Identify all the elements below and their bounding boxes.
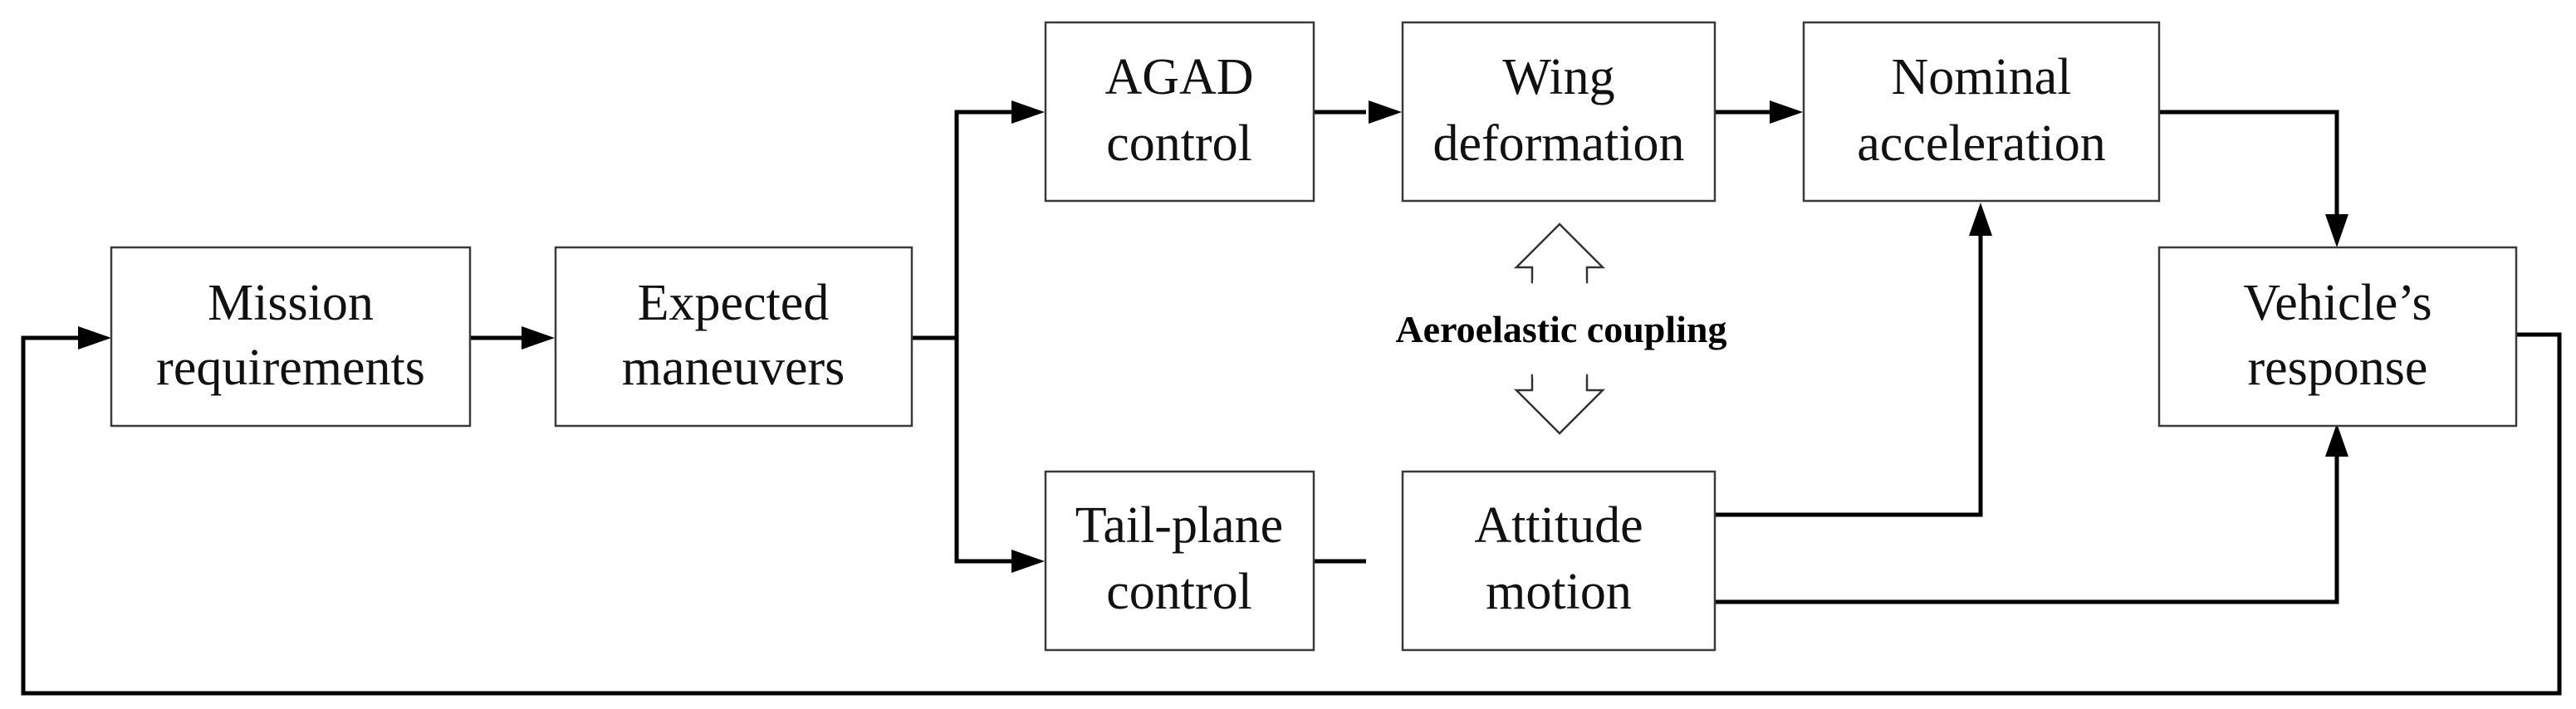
arrowhead-into-mission	[78, 326, 111, 350]
arrowhead-into-expected	[522, 326, 555, 350]
coupling-label: Aeroelastic coupling	[1395, 308, 1726, 350]
block-expected-line1: Expected	[638, 275, 830, 331]
block-wing-line1: Wing	[1502, 49, 1614, 105]
arrowhead-into-vehicle-top	[2325, 214, 2348, 247]
arrow-nominal-to-vehicle	[2159, 110, 2339, 218]
block-attitude-line2: motion	[1486, 564, 1632, 620]
block-nominal-line2: acceleration	[1857, 115, 2105, 172]
block-mission-line1: Mission	[208, 275, 374, 331]
hollow-arrow-up-icon	[1513, 222, 1606, 284]
block-mission-requirements: Mission requirements	[110, 246, 472, 428]
block-agad-line1: AGAD	[1104, 49, 1253, 105]
arrow-attitude-to-nominal	[1715, 234, 1983, 517]
arrow-gap-bottom	[1533, 371, 1586, 378]
arrow-attitude-to-vehicle	[1715, 450, 2339, 604]
connectors	[21, 110, 2562, 696]
arrow-expected-to-branch	[912, 110, 1015, 340]
arrowhead-into-nominal-bottom	[1969, 203, 1992, 236]
block-agad-line2: control	[1106, 115, 1252, 172]
hollow-arrow-down-icon	[1513, 374, 1606, 435]
block-wing-deformation: Wing deformation	[1401, 21, 1717, 203]
arrowhead-into-nominal	[1770, 100, 1803, 124]
block-attitude-line1: Attitude	[1474, 497, 1643, 554]
block-agad-control: AGAD control	[1044, 21, 1315, 203]
block-vehicle-line1: Vehicle’s	[2243, 275, 2432, 331]
block-attitude-motion: Attitude motion	[1401, 470, 1717, 652]
block-expected-maneuvers: Expected maneuvers	[554, 246, 913, 428]
block-tail-line2: control	[1106, 564, 1252, 620]
block-vehicle-response: Vehicle’s response	[2157, 246, 2518, 428]
block-tail-line1: Tail-plane	[1075, 497, 1283, 554]
feedback-loop	[21, 332, 2562, 696]
block-expected-line2: maneuvers	[622, 340, 845, 396]
arrow-gap-top	[1533, 280, 1586, 286]
arrowheads	[78, 100, 2348, 573]
arrowhead-into-vehicle-bottom	[2325, 423, 2348, 457]
block-tail-plane-control: Tail-plane control	[1044, 470, 1315, 652]
arrowhead-into-agad	[1011, 100, 1045, 124]
block-mission-line2: requirements	[156, 340, 425, 396]
block-nominal-line1: Nominal	[1892, 49, 2072, 105]
arrowhead-into-wing	[1369, 100, 1402, 124]
block-vehicle-line2: response	[2248, 340, 2428, 396]
arrow-branch-to-tail	[954, 338, 1015, 564]
aeroelastic-coupling: Aeroelastic coupling	[1395, 222, 1727, 435]
block-nominal-acceleration: Nominal acceleration	[1802, 21, 2161, 203]
arrowhead-into-tail	[1011, 550, 1045, 573]
block-wing-line2: deformation	[1432, 115, 1684, 172]
